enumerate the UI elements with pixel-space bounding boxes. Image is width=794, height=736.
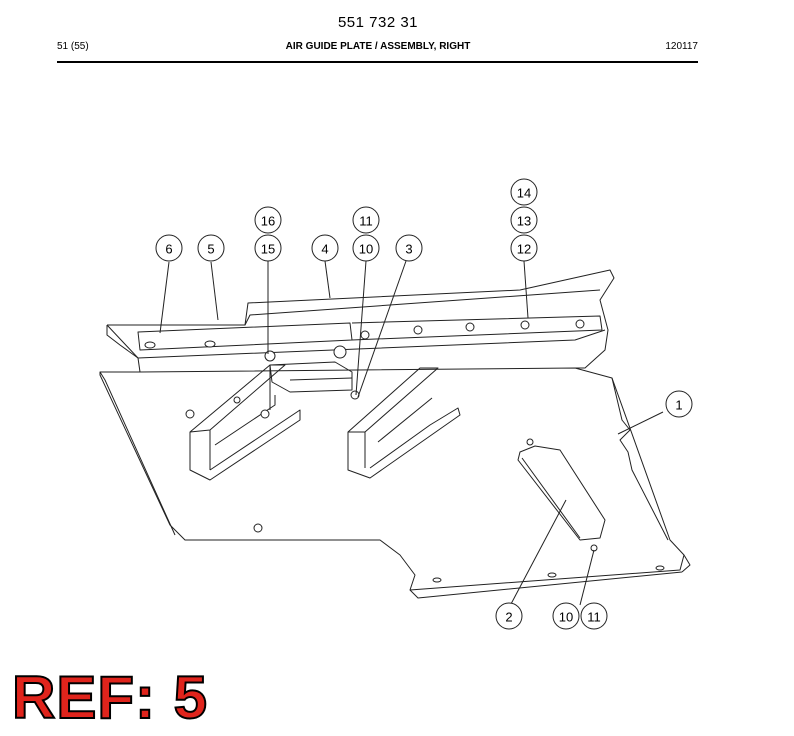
callout-15: 15 — [254, 234, 282, 262]
callout-2: 2 — [495, 602, 523, 630]
callout-number: 10 — [559, 610, 573, 625]
callout-number: 2 — [505, 610, 512, 625]
callout-balloons: 1 2 3 4 5 6 10 11 15 16 12 13 14 10 11 — [155, 178, 693, 630]
drawing-code: 120117 — [665, 41, 698, 52]
slot-cover — [517, 445, 606, 541]
header-rule — [57, 61, 698, 63]
ref-label: REF: 5 — [11, 664, 209, 731]
middle-bracket — [347, 367, 439, 433]
callout-number: 3 — [405, 242, 412, 257]
page-number: 51 (55) — [57, 41, 89, 52]
callout-number: 13 — [517, 214, 531, 229]
part-number: 551 732 31 — [337, 14, 419, 31]
callout-number: 12 — [517, 242, 531, 257]
rail-strip — [137, 322, 353, 351]
callout-number: 6 — [165, 242, 172, 257]
callout-3: 3 — [395, 234, 423, 262]
main-plate — [99, 367, 685, 591]
back-flange — [107, 269, 615, 369]
callout-10: 10 — [352, 234, 380, 262]
callout-6: 6 — [155, 234, 183, 262]
callout-number: 11 — [587, 610, 601, 625]
callout-11: 11 — [352, 206, 380, 234]
callout-number: 10 — [359, 242, 373, 257]
callout-number: 14 — [517, 186, 531, 201]
callout-14: 14 — [510, 178, 538, 206]
callout-number: 1 — [675, 398, 682, 413]
callout-11-bottom: 11 — [580, 602, 608, 630]
callout-number: 11 — [359, 214, 373, 229]
left-bracket — [189, 364, 286, 433]
callout-16: 16 — [254, 206, 282, 234]
drawing-title: AIR GUIDE PLATE / ASSEMBLY, RIGHT — [285, 41, 471, 52]
leader-lines — [159, 260, 664, 606]
callout-number: 15 — [261, 242, 275, 257]
callout-12: 12 — [510, 234, 538, 262]
callout-4: 4 — [311, 234, 339, 262]
callout-1: 1 — [665, 390, 693, 418]
callout-10-bottom: 10 — [552, 602, 580, 630]
callout-number: 4 — [321, 242, 328, 257]
callout-13: 13 — [510, 206, 538, 234]
support-block — [269, 361, 353, 393]
callout-number: 16 — [261, 214, 275, 229]
callout-number: 5 — [207, 242, 214, 257]
callout-5: 5 — [197, 234, 225, 262]
